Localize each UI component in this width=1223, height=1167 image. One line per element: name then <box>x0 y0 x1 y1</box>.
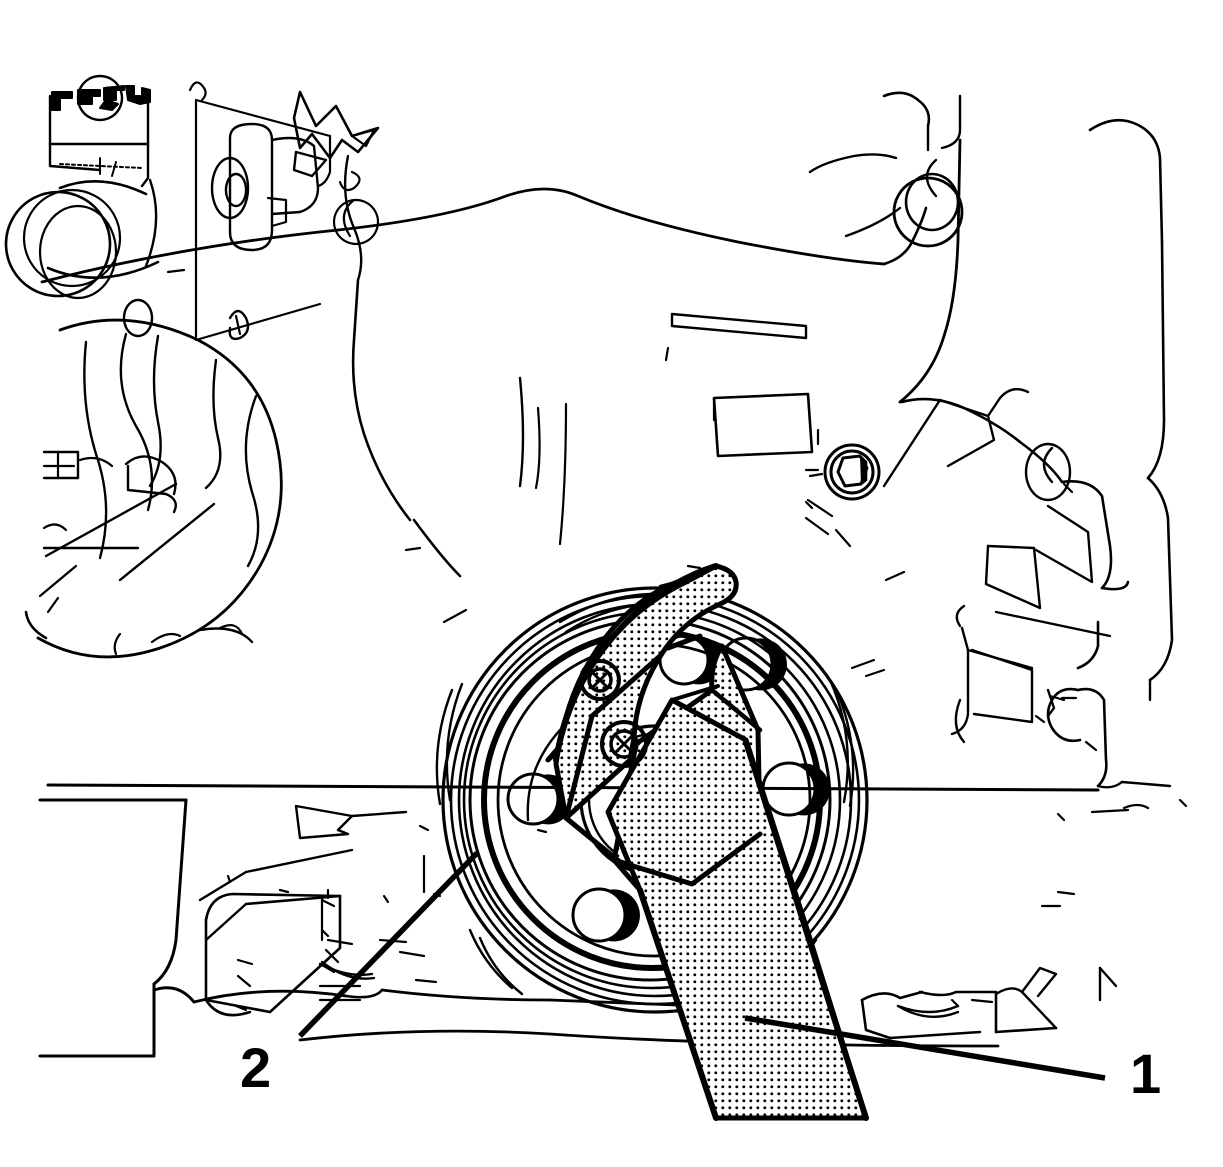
timing-cover-circle <box>24 298 283 659</box>
leader-line-1 <box>744 1015 1106 1081</box>
misc-detail-marks <box>166 268 1098 908</box>
callout-label-1: 1 <box>1130 1042 1162 1105</box>
tool-rivets <box>579 659 648 768</box>
callout-leaders <box>298 851 1106 1081</box>
intake-cluster <box>4 74 380 342</box>
leader-line-2 <box>298 851 479 1038</box>
engine-housing-outline <box>40 91 1174 789</box>
hex-bolt <box>804 428 881 548</box>
bracket-webs <box>882 387 1112 744</box>
callout-label-2: 2 <box>240 1036 272 1099</box>
